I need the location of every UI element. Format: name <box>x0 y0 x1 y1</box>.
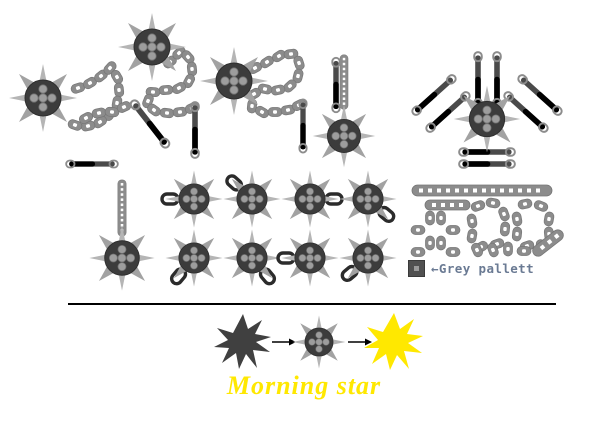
ball-grid-cell <box>223 229 281 288</box>
showcase-arrow-2 <box>348 338 372 346</box>
ball-grid-cell <box>160 170 223 228</box>
showcase-step-silhouette-star <box>214 314 271 369</box>
long-perforated-bar <box>411 184 553 197</box>
transformation-showcase <box>214 313 423 370</box>
ladder-bar-right <box>339 54 349 110</box>
link-cross-cluster <box>410 210 461 257</box>
spiked-ball <box>88 224 156 292</box>
rod-vertical-a <box>473 51 483 109</box>
rod-mid <box>298 98 308 154</box>
assembly-flail-ladder-right <box>312 54 376 168</box>
assembly-flail-ladder-left <box>65 159 156 292</box>
showcase-step-yellow-star <box>364 313 423 370</box>
short-perforated-bar <box>424 199 471 211</box>
ball-grid <box>160 170 398 288</box>
spiked-ball <box>8 63 78 133</box>
chain-path-left <box>66 59 133 133</box>
diagonal-short-bar <box>532 229 564 257</box>
assembly-rod-exploded-view <box>409 51 565 169</box>
showcase-arrow-1 <box>272 338 296 346</box>
ball-grid-cell <box>165 229 223 288</box>
ball-grid-cell <box>281 170 344 228</box>
rod-ladder-right <box>331 56 341 114</box>
spiked-ball <box>117 12 187 82</box>
assembly-flail-chain-mid <box>199 46 308 154</box>
rod-vertical-b <box>492 51 502 109</box>
horizontal-divider <box>68 303 556 305</box>
grey-pallett-label: ←Grey pallett <box>431 261 535 276</box>
spiked-ball <box>312 104 376 168</box>
spiked-ball <box>453 85 521 153</box>
spiked-ball <box>199 46 269 116</box>
page-title: Morning star <box>226 371 382 400</box>
legend-grey-pallett: ←Grey pallett <box>408 260 534 277</box>
grey-pallett-swatch <box>408 260 425 277</box>
ball-grid-cell <box>223 170 281 228</box>
ball-grid-cell <box>276 229 339 287</box>
rod-l-horizontal <box>65 159 119 169</box>
rod-mid-left <box>190 101 200 159</box>
ball-grid-cell <box>339 170 398 228</box>
ball-grid-cell <box>338 229 397 287</box>
loose-parts-cluster <box>410 184 564 259</box>
rod-horizontal-b <box>458 159 516 169</box>
showcase-step-spiked-ball <box>292 315 346 369</box>
